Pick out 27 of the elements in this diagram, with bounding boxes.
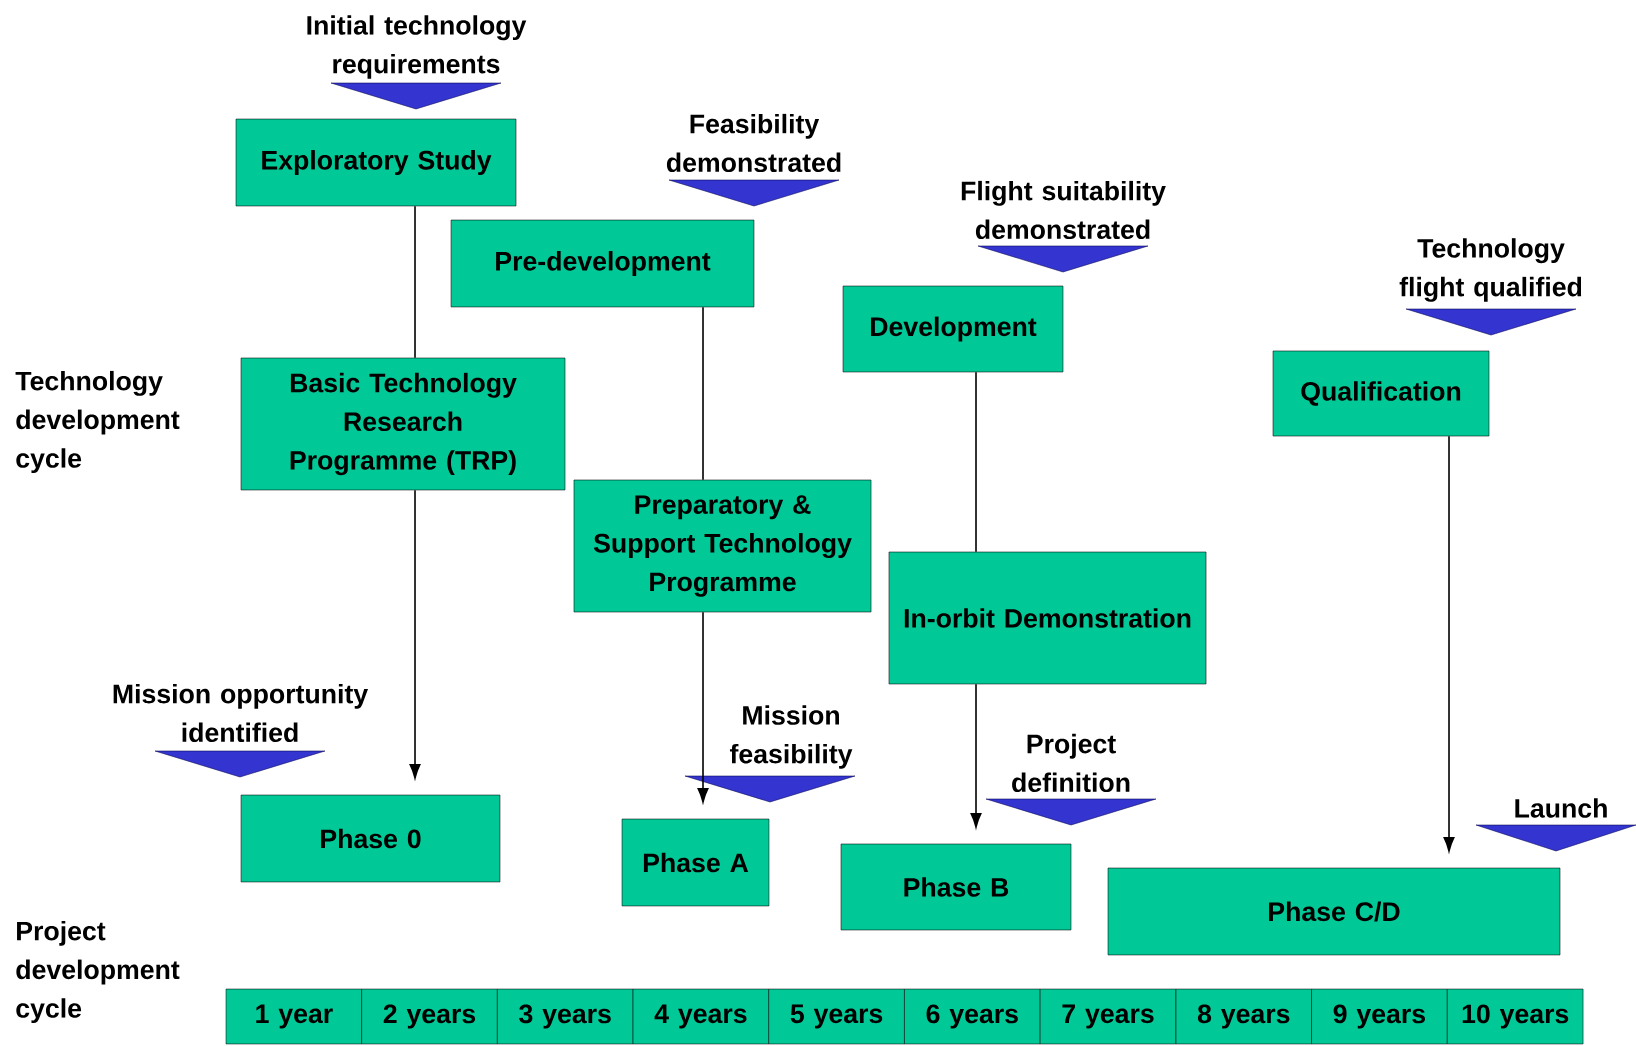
- year-cell: 7 years: [1039, 988, 1177, 1045]
- process-box: Preparatory & Support Technology Programme: [573, 479, 872, 613]
- process-box: Exploratory Study: [235, 118, 517, 207]
- year-cell: 3 years: [497, 988, 634, 1045]
- cycle-label: Project development cycle: [16, 920, 180, 1024]
- process-box: Qualification: [1272, 350, 1490, 437]
- year-cell: 9 years: [1311, 988, 1448, 1045]
- year-cell: 4 years: [632, 988, 770, 1045]
- arrow: [409, 489, 421, 779]
- arrow: [697, 611, 709, 803]
- process-box: Phase 0: [240, 794, 501, 883]
- process-box: Phase B: [840, 843, 1072, 931]
- cycle-label: Technology development cycle: [15, 370, 180, 474]
- year-cell: 10 years: [1447, 988, 1584, 1045]
- process-box: In-orbit Demonstration: [888, 551, 1207, 685]
- arrow: [1443, 435, 1455, 852]
- arrow: [970, 683, 982, 828]
- process-box: Pre-development: [450, 219, 755, 308]
- year-cell: 6 years: [904, 988, 1041, 1045]
- process-box: Basic Technology Research Programme (TRP): [240, 357, 566, 491]
- year-cell: 1 year: [225, 988, 363, 1045]
- process-box: Phase A: [621, 818, 770, 907]
- process-box: Development: [842, 285, 1064, 373]
- year-cell: 2 years: [361, 988, 498, 1045]
- year-cell: 8 years: [1175, 988, 1312, 1045]
- year-cell: 5 years: [768, 988, 905, 1045]
- process-box: Phase C/D: [1107, 867, 1561, 956]
